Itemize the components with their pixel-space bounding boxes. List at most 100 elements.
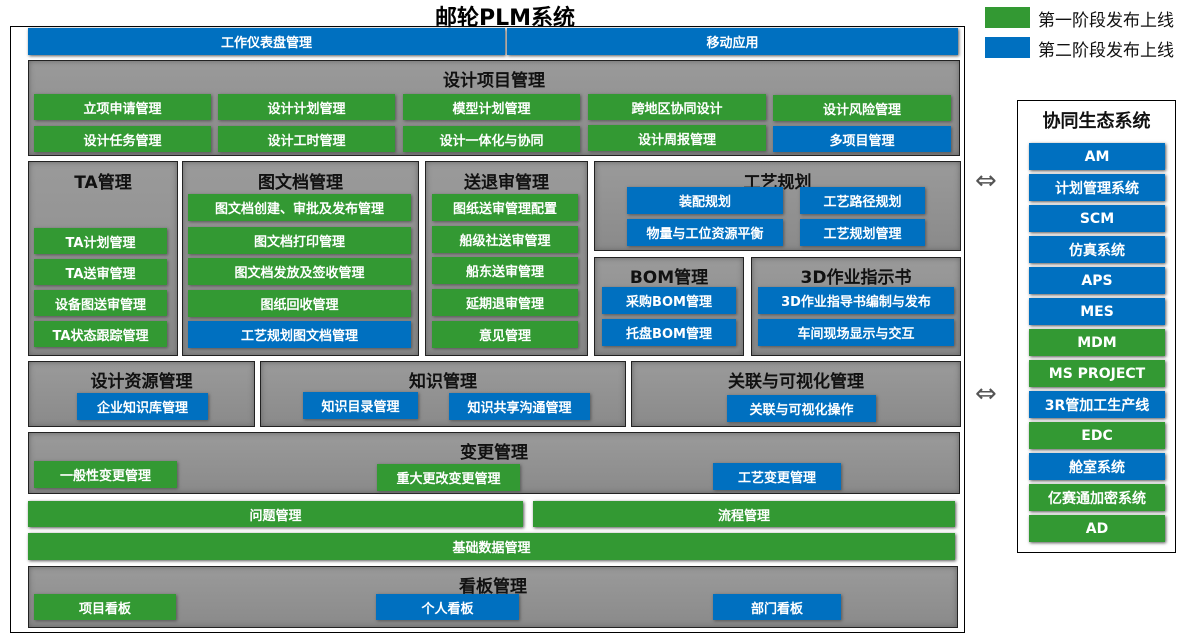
module-item[interactable]: TA送审管理 [34,259,167,285]
ecosystem-item[interactable]: SCM [1029,205,1165,232]
module-label: 跨地区协同设计 [631,101,723,117]
module-label: MES [1080,303,1114,320]
module-item[interactable]: 关联与可视化操作 [727,395,876,422]
module-label: 船东送审管理 [465,265,544,280]
ecosystem-item[interactable]: AM [1029,143,1165,170]
module-label: 设计工时管理 [267,133,346,149]
ecosystem-item[interactable]: 计划管理系统 [1029,174,1165,201]
module-item[interactable]: 设备图送审管理 [34,290,167,316]
module-item[interactable]: 图文档发放及签收管理 [188,258,411,285]
module-label: 工艺路径规划 [823,195,902,210]
module-label: TA送审管理 [65,266,136,282]
module-item[interactable]: 工艺变更管理 [713,463,841,490]
module-item[interactable]: 模型计划管理 [403,94,580,120]
module-label: 个人看板 [421,601,474,617]
module-item[interactable]: 设计一体化与协同 [403,126,580,152]
panel-title: 看板管理 [459,577,527,597]
module-issues[interactable]: 问题管理 [28,501,523,527]
module-label: 设计周报管理 [637,132,716,148]
module-item[interactable]: 个人看板 [376,594,519,620]
module-item[interactable]: 项目看板 [34,594,176,620]
module-item[interactable]: 装配规划 [627,187,783,214]
module-item[interactable]: 跨地区协同设计 [588,94,766,120]
module-item[interactable]: 工艺规划图文档管理 [188,321,411,348]
module-label: 设计风险管理 [822,102,901,118]
module-item[interactable]: 3D作业指导书编制与发布 [758,287,954,314]
module-item[interactable]: 部门看板 [713,594,841,620]
module-item[interactable]: 采购BOM管理 [602,287,736,314]
module-item[interactable]: 设计风险管理 [773,95,951,121]
module-item[interactable]: 重大更改变更管理 [377,464,520,491]
module-item[interactable]: 设计任务管理 [34,126,211,152]
module-label: 立项申请管理 [83,101,162,117]
panel-title: 知识管理 [409,372,477,392]
panel-ecosystem: 协同生态系统 [1017,100,1176,553]
ecosystem-item[interactable]: 3R管加工生产线 [1029,391,1165,418]
module-item[interactable]: 图文档打印管理 [188,227,411,254]
module-item[interactable]: 船级社送审管理 [432,226,578,253]
module-item[interactable]: TA计划管理 [34,228,167,254]
module-label: 图文档打印管理 [253,235,345,250]
module-label: 重大更改变更管理 [396,472,501,487]
module-item[interactable]: 物量与工位资源平衡 [627,219,783,246]
module-label: 仿真系统 [1069,242,1125,259]
ecosystem-item[interactable]: MS PROJECT [1029,360,1165,387]
ecosystem-item[interactable]: MDM [1029,329,1165,356]
module-item[interactable]: 设计周报管理 [588,125,766,151]
module-label: 船级社送审管理 [459,234,551,249]
module-label: TA状态跟踪管理 [52,328,149,344]
ecosystem-item[interactable]: AD [1029,515,1165,542]
ecosystem-item[interactable]: EDC [1029,422,1165,449]
module-label: AD [1085,520,1109,537]
module-label: 移动应用 [706,36,759,51]
module-label: 车间现场显示与交互 [797,327,915,342]
legend-label-phase1: 第一阶段发布上线 [1038,11,1174,31]
ecosystem-item[interactable]: 舱室系统 [1029,453,1165,480]
module-label: 基础数据管理 [452,541,531,556]
module-item[interactable]: 知识目录管理 [303,392,418,419]
module-item[interactable]: TA状态跟踪管理 [34,321,167,347]
module-label: 设计一体化与协同 [439,133,544,149]
module-label: AM [1084,148,1110,165]
module-item[interactable]: 图纸回收管理 [188,290,411,317]
module-label: 设计计划管理 [267,101,346,117]
module-item[interactable]: 意见管理 [432,321,578,348]
ecosystem-item[interactable]: 仿真系统 [1029,236,1165,263]
module-item[interactable]: 知识共享沟通管理 [449,393,590,420]
module-item[interactable]: 立项申请管理 [34,94,211,120]
module-item[interactable]: 延期退审管理 [432,289,578,316]
module-mobile[interactable]: 移动应用 [507,28,958,55]
panel-title: 变更管理 [460,443,528,463]
module-label: 工艺规划管理 [823,227,902,242]
module-label: 图文档创建、审批及发布管理 [214,202,384,217]
module-item[interactable]: 工艺路径规划 [800,187,925,214]
ecosystem-item[interactable]: APS [1029,267,1165,294]
module-item[interactable]: 多项目管理 [773,126,951,152]
module-item[interactable]: 一般性变更管理 [34,461,177,488]
module-item[interactable]: 托盘BOM管理 [602,319,736,346]
module-item[interactable]: 设计计划管理 [218,94,395,120]
ecosystem-item[interactable]: MES [1029,298,1165,325]
module-label: 一般性变更管理 [59,469,151,484]
module-item[interactable]: 设计工时管理 [218,126,395,152]
module-label: 托盘BOM管理 [626,327,712,342]
module-item[interactable]: 车间现场显示与交互 [758,319,954,346]
module-item[interactable]: 企业知识库管理 [77,393,208,420]
module-label: 问题管理 [249,508,302,524]
module-master-data[interactable]: 基础数据管理 [28,533,955,560]
module-label: 意见管理 [478,329,531,344]
module-item[interactable]: 图文档创建、审批及发布管理 [188,194,411,221]
module-workflow[interactable]: 流程管理 [533,501,955,527]
module-item[interactable]: 船东送审管理 [432,257,578,284]
module-label: 物量与工位资源平衡 [646,227,764,242]
module-dashboard[interactable]: 工作仪表盘管理 [28,28,505,55]
module-label: 设备图送审管理 [54,297,146,313]
module-label: 知识目录管理 [321,400,400,415]
module-label: 设计任务管理 [83,133,162,149]
ecosystem-item[interactable]: 亿赛通加密系统 [1029,484,1165,511]
module-label: MDM [1077,334,1117,351]
legend-label-phase2: 第二阶段发布上线 [1038,41,1174,61]
module-item[interactable]: 图纸送审管理配置 [432,194,578,221]
module-label: MS PROJECT [1048,365,1146,382]
module-item[interactable]: 工艺规划管理 [800,219,925,246]
